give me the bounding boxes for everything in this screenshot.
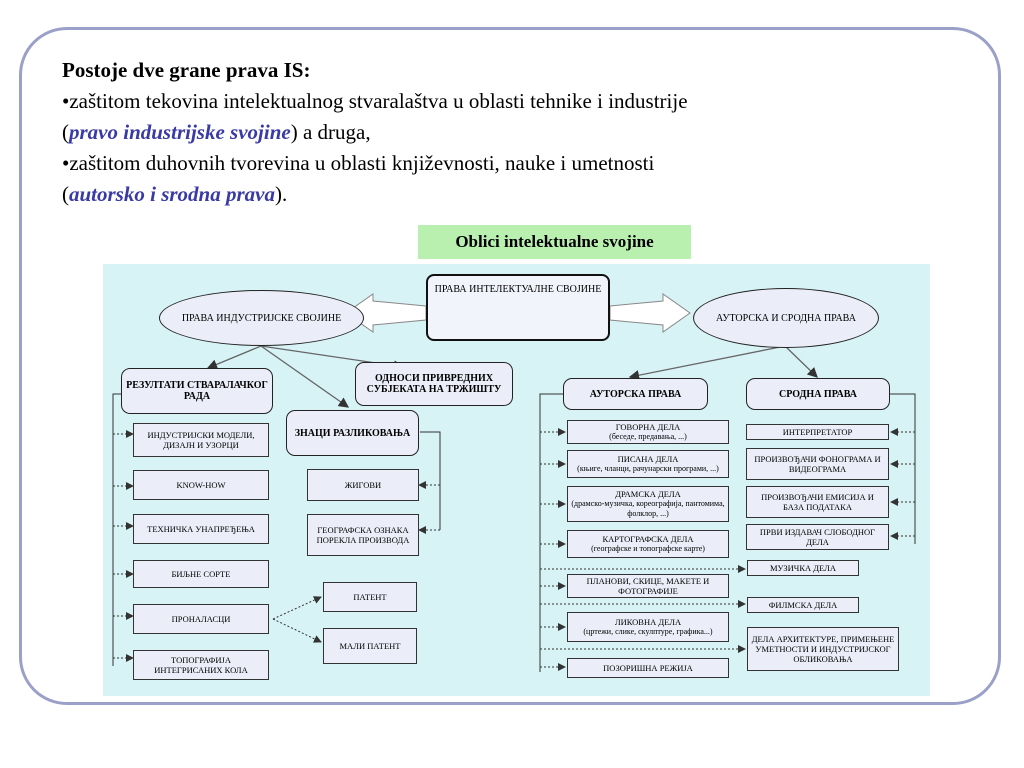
item-inventions: ПРОНАЛАСЦИ (133, 604, 269, 634)
shared-item-architecture: ДЕЛА АРХИТЕКТУРЕ, ПРИМЕЊЕНЕ УМЕТНОСТИ И … (747, 627, 899, 671)
author-item-plans: ПЛАНОВИ, СКИЦЕ, МАКЕТЕ И ФОТОГРАФИЈЕ (567, 574, 729, 598)
diagram-caption: Oblici intelektualne svojine (418, 225, 691, 259)
author-item-oral-title: ГОВОРНА ДЕЛА (615, 422, 681, 432)
paren-open: ( (62, 120, 69, 144)
bullet-industrial: •zaštitom tekovina intelektualnog stvara… (62, 86, 962, 148)
node-industrial-property: ПРАВА ИНДУСТРИЈСКЕ СВОЈИНЕ (159, 290, 364, 346)
node-distinctive-signs: ЗНАЦИ РАЗЛИКОВАЊА (286, 410, 419, 456)
term-copyright: autorsko i srodna prava (69, 182, 275, 206)
term-industrial-property: pravo industrijske svojine (69, 120, 291, 144)
related-item-performer: ИНТЕРПРЕТАТОР (746, 424, 889, 440)
bullet-industrial-tail: ) a druga, (290, 120, 371, 144)
item-plant-varieties: БИЉНЕ СОРТЕ (133, 560, 269, 588)
related-item-first-publisher: ПРВИ ИЗДАВАЧ СЛОБОДНОГ ДЕЛА (746, 524, 889, 550)
intro-heading: Postoje dve grane prava IS: (62, 58, 311, 82)
author-item-oral-note: (беседе, предавања, ...) (609, 432, 687, 441)
item-industrial-designs: ИНДУСТРИЈСКИ МОДЕЛИ, ДИЗАЈН И УЗОРЦИ (133, 423, 269, 457)
intro-text: Postoje dve grane prava IS: •zaštitom te… (62, 55, 962, 210)
node-author-rights: АУТОРСКА ПРАВА (563, 378, 708, 410)
bullet-industrial-text: •zaštitom tekovina intelektualnog stvara… (62, 89, 688, 113)
author-item-dramatic: ДРАМСКА ДЕЛА(драмско-музичка, кореографи… (567, 486, 729, 522)
shared-item-music: МУЗИЧКА ДЕЛА (747, 560, 859, 576)
author-item-cartographic-note: (географске и топографске карте) (591, 544, 705, 553)
shared-item-film: ФИЛМСКА ДЕЛА (747, 597, 859, 613)
related-item-broadcast-producers: ПРОИЗВОЂАЧИ ЕМИСИЈА И БАЗА ПОДАТАКА (746, 486, 889, 518)
arrow-to-copyright (609, 293, 691, 333)
author-item-cartographic-title: КАРТОГРАФСКА ДЕЛА (602, 534, 694, 544)
item-technical-improvements: ТЕХНИЧКА УНАПРЕЂЕЊА (133, 514, 269, 544)
item-petty-patent: МАЛИ ПАТЕНТ (323, 628, 417, 664)
paren-open: ( (62, 182, 69, 206)
author-item-cartographic: КАРТОГРАФСКА ДЕЛА(географске и топографс… (567, 530, 729, 558)
author-item-fine-art-title: ЛИКОВНА ДЕЛА (614, 617, 682, 627)
author-item-written-note: (књиге, чланци, рачунарски програми, ...… (577, 464, 719, 473)
bullet-copyright: •zaštitom duhovnih tvorevina u oblasti k… (62, 148, 962, 210)
item-geographic-indication: ГЕОГРАФСКА ОЗНАКА ПОРЕКЛА ПРОИЗВОДА (307, 514, 419, 556)
author-item-dramatic-note: (драмско-музичка, кореографија, пантомим… (571, 499, 725, 518)
author-item-fine-art: ЛИКОВНА ДЕЛА(цртежи, слике, скулптуре, г… (567, 612, 729, 642)
item-know-how: KNOW-HOW (133, 470, 269, 500)
author-item-dramatic-title: ДРАМСКА ДЕЛА (615, 489, 681, 499)
bullet-copyright-tail: ). (274, 182, 288, 206)
node-ip-rights: ПРАВА ИНТЕЛЕКТУАЛНЕ СВОЈИНЕ (426, 274, 610, 341)
bullet-copyright-text: •zaštitom duhovnih tvorevina u oblasti k… (62, 151, 655, 175)
author-item-fine-art-note: (цртежи, слике, скулптуре, графика...) (583, 627, 713, 636)
node-copyright-related: АУТОРСКА И СРОДНА ПРАВА (693, 288, 879, 348)
author-item-oral: ГОВОРНА ДЕЛА(беседе, предавања, ...) (567, 420, 729, 444)
item-ic-topography: ТОПОГРАФИЈА ИНТЕГРИСАНИХ КОЛА (133, 650, 269, 680)
slide-frame (19, 27, 1001, 705)
node-market-relations: ОДНОСИ ПРИВРЕДНИХ СУБЈЕКАТА НА ТРЖИШТУ (355, 362, 513, 406)
related-item-phonogram-producers: ПРОИЗВОЂАЧИ ФОНОГРАМА И ВИДЕОГРАМА (746, 448, 889, 480)
ip-diagram: ПРАВА ИНТЕЛЕКТУАЛНЕ СВОЈИНЕ ПРАВА ИНДУСТ… (103, 264, 930, 696)
author-item-written: ПИСАНА ДЕЛА(књиге, чланци, рачунарски пр… (567, 450, 729, 478)
node-related-rights: СРОДНА ПРАВА (746, 378, 890, 410)
author-item-theater-direction: ПОЗОРИШНА РЕЖИЈА (567, 658, 729, 678)
item-trademarks: ЖИГОВИ (307, 469, 419, 501)
item-patent: ПАТЕНТ (323, 582, 417, 612)
node-creative-results: РЕЗУЛТАТИ СТВАРАЛАЧКОГ РАДА (121, 368, 273, 414)
author-item-written-title: ПИСАНА ДЕЛА (617, 454, 679, 464)
diagram-connectors (112, 293, 916, 672)
